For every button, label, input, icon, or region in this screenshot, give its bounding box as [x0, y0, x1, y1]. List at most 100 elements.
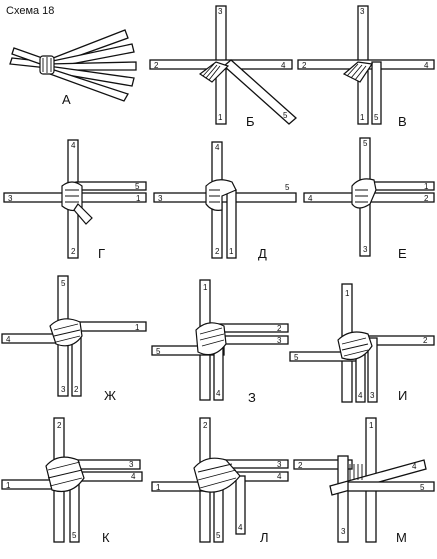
strip-number: 4 — [412, 462, 417, 471]
strip-number: 2 — [74, 385, 79, 394]
strip-3 — [367, 337, 378, 403]
strip-number: 1 — [424, 182, 429, 191]
knot — [205, 179, 237, 211]
knot-wrap — [42, 57, 52, 73]
knot-hatch — [355, 189, 368, 203]
panel-i: 1 2 5 4 3 И — [289, 283, 435, 403]
strip-number: 4 — [358, 391, 363, 400]
strip-number: 2 — [424, 194, 429, 203]
knot-hatch — [202, 63, 221, 81]
strip-number: 5 — [61, 279, 66, 288]
strip-number: 5 — [156, 347, 161, 356]
strip-number: 3 — [8, 194, 13, 203]
strip-number: 2 — [302, 61, 307, 70]
strip-number: 1 — [360, 113, 365, 122]
strip-number: 5 — [283, 111, 288, 120]
strip-number: 4 — [6, 335, 11, 344]
strip-number: 5 — [72, 531, 77, 540]
panel-label: Л — [260, 530, 269, 545]
panel-label: З — [248, 390, 256, 405]
panel-a: А — [9, 29, 137, 107]
strip-5 — [151, 345, 225, 356]
strip-number: 2 — [423, 336, 428, 345]
panel-label: И — [398, 388, 407, 403]
panel-label: Д — [258, 246, 267, 261]
panel-label: Ж — [104, 388, 116, 403]
panel-label: Г — [98, 246, 105, 261]
panel-label: Е — [398, 246, 407, 261]
panel-z: 1 2 5 3 4 З — [151, 279, 289, 405]
panel-label: К — [102, 530, 110, 545]
strip-number: 5 — [135, 182, 140, 191]
knot-hatch — [65, 189, 79, 203]
strip-number: 3 — [61, 385, 66, 394]
strip-number: 5 — [363, 139, 368, 148]
strip-number: 5 — [285, 183, 290, 192]
strip-2 — [293, 459, 353, 470]
knot-hatch — [341, 337, 369, 357]
panel-g: 4 5 3 1 2 Г — [3, 139, 147, 261]
knot — [195, 322, 227, 356]
panel-m: 1 2 3 4 5 М — [293, 417, 435, 545]
panel-label: М — [396, 530, 407, 545]
strip-number: 1 — [218, 113, 223, 122]
strip-number: 5 — [294, 353, 299, 362]
panel-k: 2 3 4 1 5 К — [1, 417, 143, 545]
strip-number: 4 — [216, 389, 221, 398]
strip-number: 3 — [363, 245, 368, 254]
strip-5 — [371, 61, 382, 125]
strip-number: 1 — [136, 194, 141, 203]
panel-label: А — [62, 92, 71, 107]
knot-hatch — [53, 323, 81, 343]
strip-number: 3 — [277, 336, 282, 345]
panel-label: Б — [246, 114, 255, 129]
strip-number: 2 — [57, 421, 62, 430]
knot-hatch — [47, 461, 83, 487]
knot-tail — [73, 203, 93, 225]
strip-5 — [223, 59, 297, 125]
strip-number: 3 — [341, 527, 346, 536]
strip-number: 1 — [6, 481, 11, 490]
scheme-title: Схема 18 — [6, 5, 54, 17]
strip-number: 1 — [369, 421, 374, 430]
strip-number: 5 — [374, 113, 379, 122]
strip-number: 1 — [203, 283, 208, 292]
panel-label: В — [398, 114, 407, 129]
strip-number: 2 — [203, 421, 208, 430]
strip-number: 2 — [277, 324, 282, 333]
strip-number: 4 — [424, 61, 429, 70]
panel-v: 3 2 4 1 5 В — [297, 5, 435, 129]
strip-number: 3 — [360, 7, 365, 16]
knot-hatch — [346, 63, 367, 81]
knot — [337, 331, 373, 361]
strip-number: 4 — [215, 143, 220, 152]
panel-l: 2 3 4 1 5 4 Л — [151, 417, 289, 545]
strip-number: 4 — [308, 194, 313, 203]
strip-number: 3 — [218, 7, 223, 16]
knot-hatch — [197, 463, 237, 489]
panel-b: 3 2 4 1 5 Б — [149, 5, 297, 129]
strip-number: 1 — [345, 289, 350, 298]
strip-number: 3 — [158, 194, 163, 203]
knot — [351, 178, 377, 209]
strip-number: 2 — [71, 247, 76, 256]
strip-number: 4 — [277, 472, 282, 481]
strip-number: 2 — [154, 61, 159, 70]
strip-number: 4 — [131, 472, 136, 481]
strip-number: 2 — [298, 461, 303, 470]
strip-5 — [347, 481, 435, 492]
panel-d: 4 5 3 2 1 Д — [153, 141, 297, 261]
strip-number: 3 — [129, 460, 134, 469]
panel-zh: 5 1 4 3 2 Ж — [1, 275, 147, 403]
strip-number: 3 — [277, 460, 282, 469]
strip-number: 1 — [156, 483, 161, 492]
strip-number: 5 — [216, 531, 221, 540]
knot-hatch — [209, 189, 220, 203]
strip-number: 1 — [135, 323, 140, 332]
strip-number: 5 — [420, 483, 425, 492]
knot — [49, 318, 83, 347]
strip-number: 2 — [215, 247, 220, 256]
strip-3 — [337, 455, 349, 543]
knot-hatch — [349, 464, 363, 480]
